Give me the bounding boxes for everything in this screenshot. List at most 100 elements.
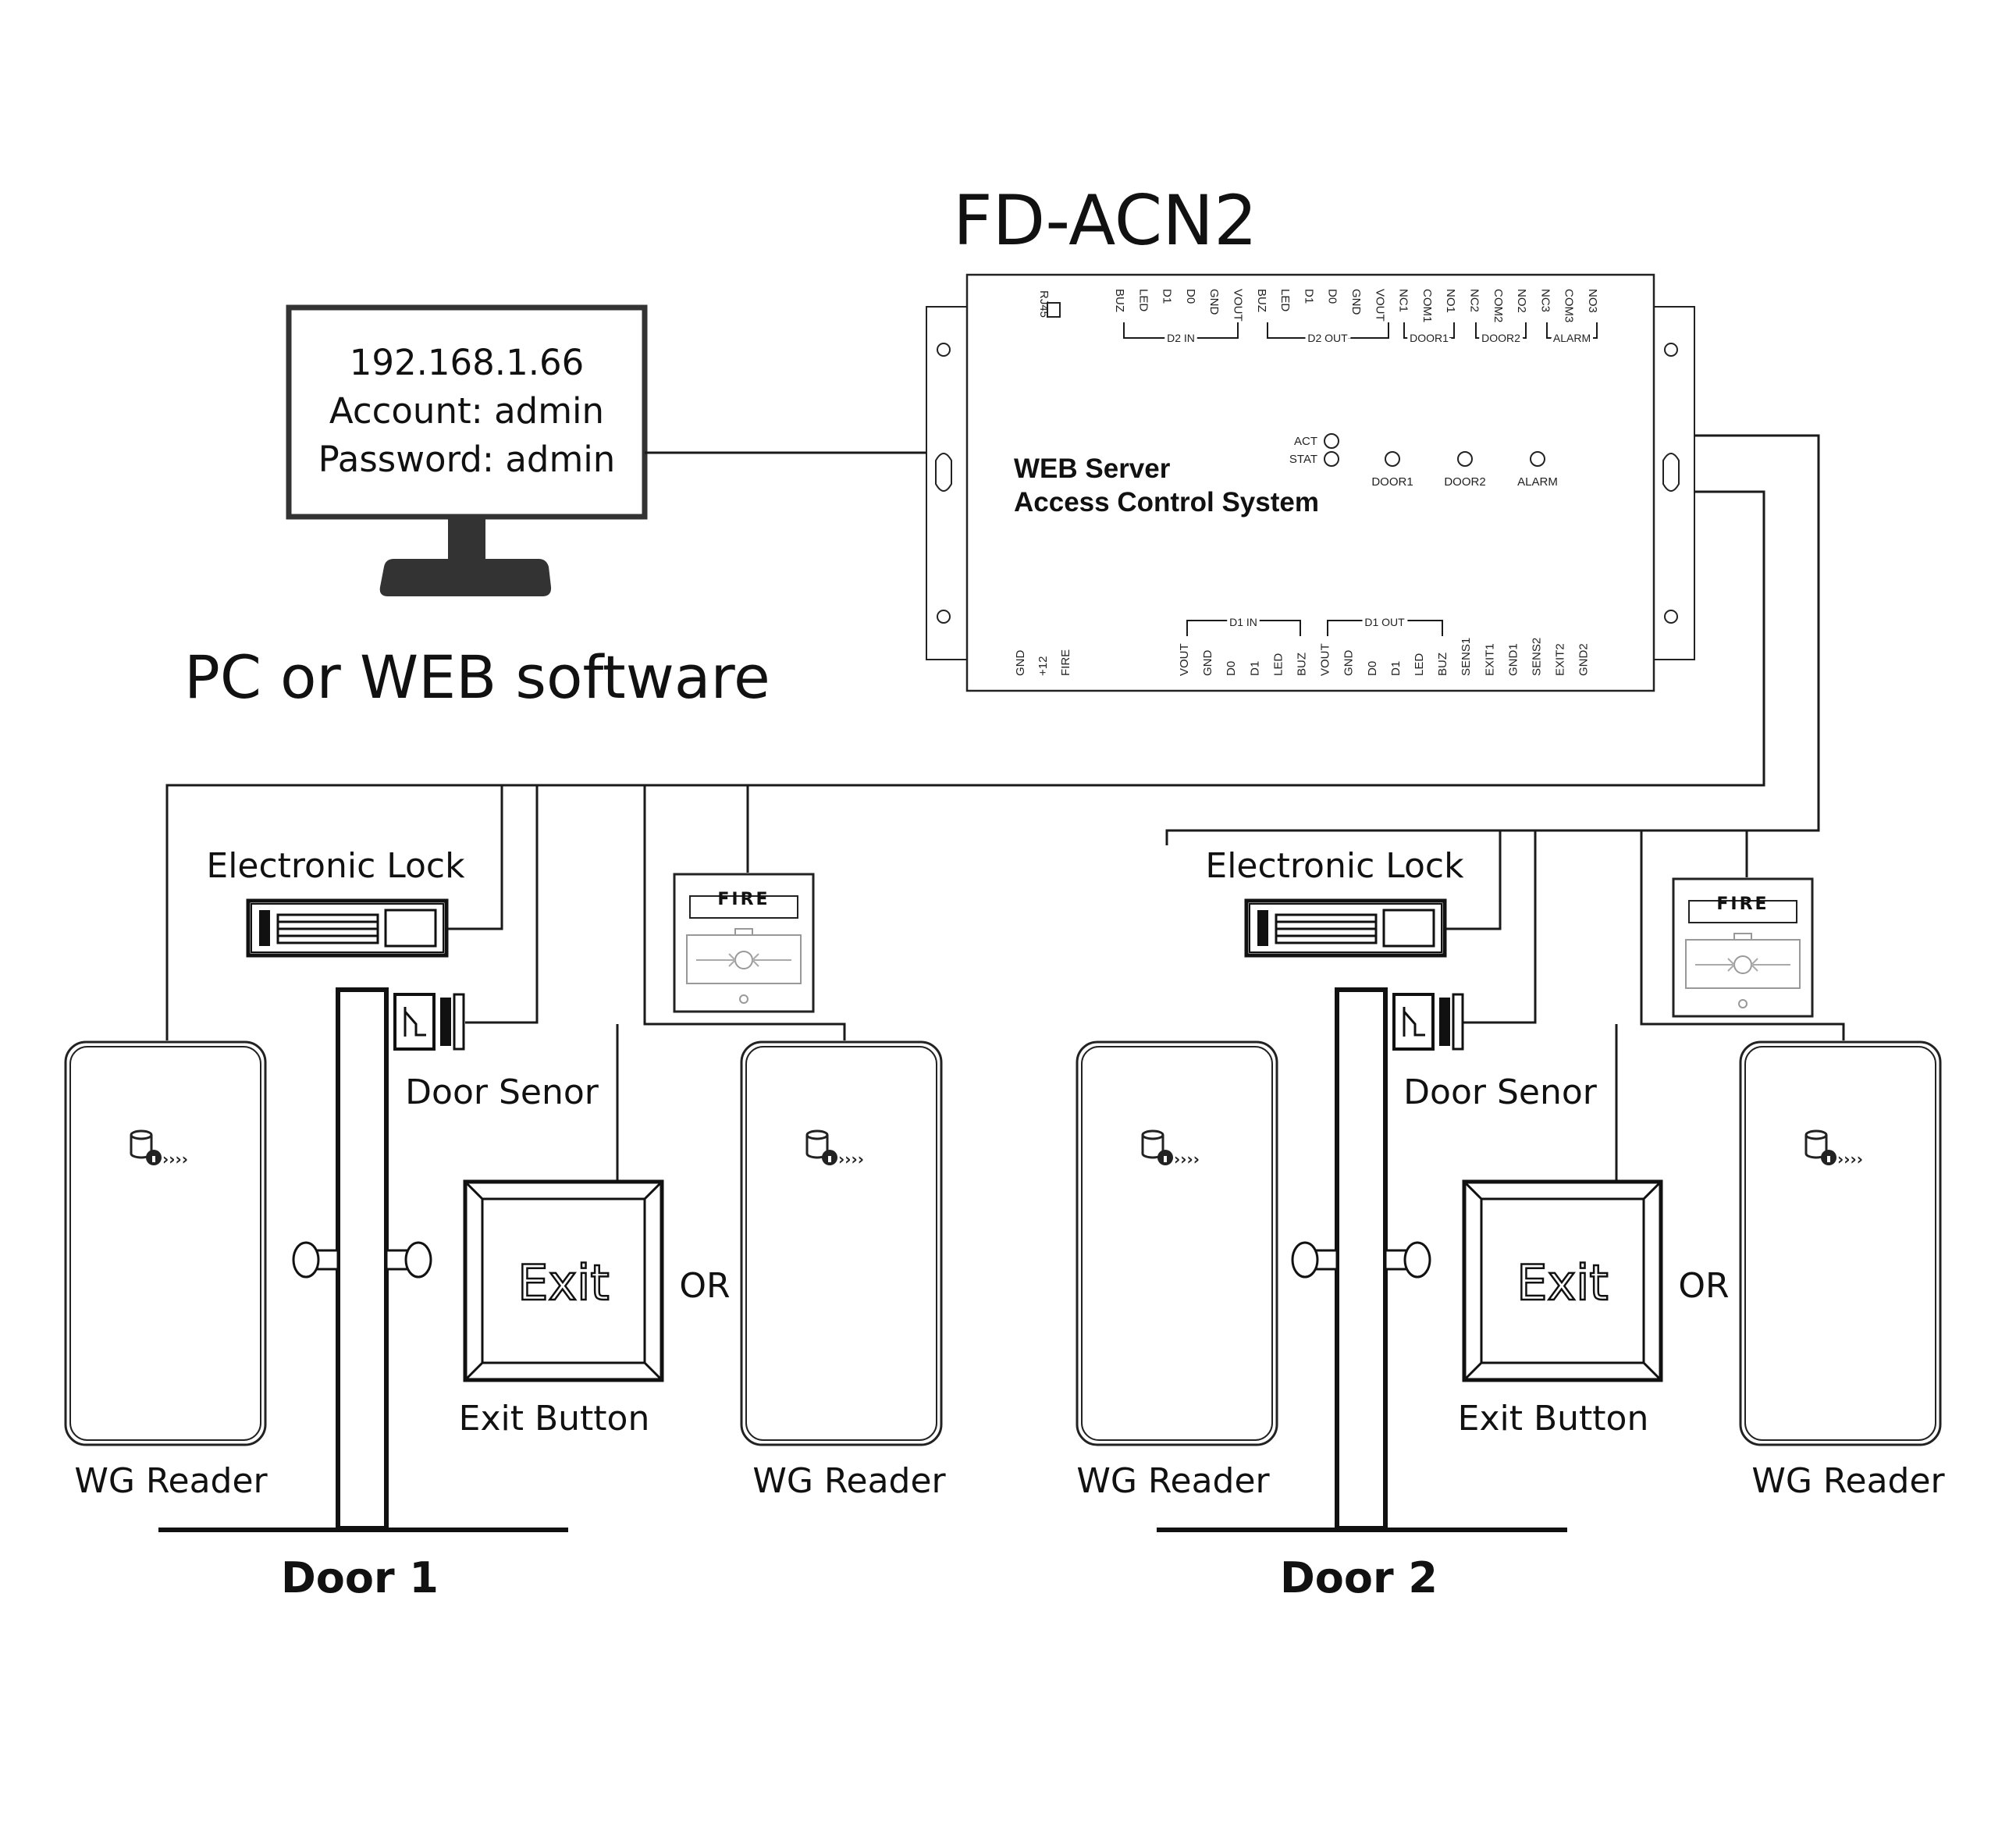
group-alarm: ALARM	[1553, 332, 1591, 344]
terminal-pin-label: D0	[1184, 289, 1197, 304]
terminal-pin-label: BUZ	[1296, 653, 1309, 676]
door-1-left-reader-icon	[64, 1040, 267, 1446]
act-led-icon	[1324, 433, 1339, 449]
door-1-left-reader-label: WG Reader	[74, 1461, 268, 1501]
terminal-pin-label: D1	[1389, 661, 1403, 676]
group-d2-in: D2 IN	[1167, 332, 1195, 344]
pc-ip: 192.168.1.66	[350, 342, 585, 383]
wiring	[165, 434, 1845, 1180]
group-d2-out: D2 OUT	[1307, 332, 1348, 344]
controller-model: FD-ACN2	[953, 180, 1257, 261]
terminal-pin-label: EXIT1	[1483, 643, 1496, 676]
terminal-pin-label: NO3	[1586, 289, 1599, 313]
terminal-pin-label: NC1	[1397, 289, 1410, 312]
alarm-led-icon	[1530, 451, 1545, 467]
terminal-pin-label: D0	[1366, 661, 1379, 676]
terminal-pin-label: NC2	[1468, 289, 1481, 312]
terminal-pin-label: D0	[1225, 661, 1238, 676]
terminal-pin-label: SENS2	[1531, 638, 1544, 676]
door-1-electronic-lock-icon	[248, 901, 446, 955]
terminal-pin-label: VOUT	[1373, 289, 1386, 322]
terminal-pin-label: VOUT	[1319, 643, 1332, 676]
door-2-sensor-label: Door Senor	[1403, 1072, 1598, 1112]
terminal-pin-label: GND2	[1577, 643, 1591, 676]
terminal-pin-label: D1	[1161, 289, 1174, 304]
door-2-exit-text: Exit	[1516, 1254, 1608, 1311]
group-door1: DOOR1	[1410, 332, 1449, 344]
door2-led-label: DOOR2	[1444, 475, 1485, 489]
act-label: ACT	[1294, 435, 1317, 448]
door-2-exit-button-label: Exit Button	[1458, 1399, 1649, 1439]
terminal-pin-label: NO1	[1444, 289, 1457, 313]
door-1-lock-label: Electronic Lock	[206, 846, 465, 886]
door-1-or-label: OR	[679, 1266, 730, 1306]
door-2-left-reader-icon	[1076, 1040, 1278, 1446]
door1-led-icon	[1385, 451, 1400, 467]
door-1-sensor-label: Door Senor	[405, 1072, 599, 1112]
rj45-label: RJ45	[1037, 290, 1051, 318]
terminal-pin-label: COM3	[1563, 289, 1576, 322]
door-2-title: Door 2	[1280, 1553, 1438, 1602]
stat-led-icon	[1324, 451, 1339, 467]
door-1-fire-label: FIRE	[717, 890, 770, 909]
terminal-pin-label: LED	[1271, 653, 1285, 676]
door-1-group	[64, 873, 943, 1532]
door-2-right-reader-icon	[1739, 1040, 1942, 1446]
pc-account: Account: admin	[329, 390, 604, 432]
terminal-pin-label: LED	[1136, 289, 1150, 311]
door-1-right-reader-label: WG Reader	[752, 1461, 946, 1501]
door-2-electronic-lock-icon	[1246, 901, 1445, 955]
pc-caption: PC or WEB software	[184, 642, 770, 712]
controller-subtitle-1: WEB Server	[1014, 453, 1171, 484]
pc-password: Password: admin	[318, 439, 616, 480]
door-1-exit-text: Exit	[517, 1254, 609, 1311]
bottom-terminal-block: VOUT GND D0 D1 LED BUZ VOUT GND D0 D1 LED BUZ SENS1 E…	[1178, 638, 1591, 676]
controller-subtitle-2: Access Control System	[1014, 487, 1319, 517]
controller-box	[926, 273, 1695, 692]
terminal-pin-label: BUZ	[1113, 289, 1126, 312]
door-1-door-sensor-icon	[393, 993, 465, 1051]
door-2-right-reader-label: WG Reader	[1751, 1461, 1945, 1501]
terminal-pin-label: VOUT	[1232, 289, 1245, 322]
top-group-brackets	[1123, 322, 1598, 339]
door-2-group	[1076, 877, 1942, 1532]
terminal-pin-label: GND	[1201, 650, 1214, 677]
terminal-pin-label: VOUT	[1178, 643, 1191, 676]
group-door2: DOOR2	[1481, 332, 1520, 344]
group-d1-in: D1 IN	[1229, 616, 1257, 628]
door-2-door-sensor-icon	[1392, 993, 1464, 1051]
door-2-or-label: OR	[1678, 1266, 1729, 1306]
terminal-pin-label: BUZ	[1436, 653, 1449, 676]
door-1-post	[158, 987, 568, 1532]
terminal-pin-label: COM1	[1420, 289, 1434, 322]
terminal-pin-label: GND	[1014, 650, 1027, 677]
group-d1-out: D1 OUT	[1364, 616, 1405, 628]
terminal-pin-label: GND	[1207, 289, 1221, 315]
terminal-pin-label: D1	[1248, 661, 1261, 676]
stat-label: STAT	[1289, 453, 1317, 466]
terminal-pin-label: EXIT2	[1554, 643, 1567, 676]
door1-led-label: DOOR1	[1371, 475, 1413, 489]
terminal-pin-label: COM2	[1492, 289, 1505, 322]
terminal-pin-label: SENS1	[1460, 638, 1473, 676]
alarm-led-label: ALARM	[1517, 475, 1558, 489]
terminal-pin-label: GND	[1342, 650, 1356, 677]
terminal-pin-label: NO2	[1515, 289, 1528, 313]
door-2-post	[1157, 987, 1567, 1532]
door-1-title: Door 1	[281, 1553, 439, 1602]
door-2-lock-label: Electronic Lock	[1205, 846, 1464, 886]
terminal-pin-label: LED	[1413, 653, 1426, 676]
terminal-pin-label: GND1	[1506, 643, 1520, 676]
door-1-right-reader-icon	[740, 1040, 943, 1446]
terminal-pin-label: GND	[1349, 289, 1363, 315]
terminal-pin-label: BUZ	[1255, 289, 1268, 312]
pc-monitor	[286, 304, 648, 596]
terminal-pin-label: +12	[1036, 656, 1050, 676]
terminal-pin-label: LED	[1278, 289, 1292, 311]
terminal-pin-label: D0	[1326, 289, 1339, 304]
door-2-fire-label: FIRE	[1716, 894, 1769, 914]
rj45-port-icon	[1047, 302, 1061, 318]
